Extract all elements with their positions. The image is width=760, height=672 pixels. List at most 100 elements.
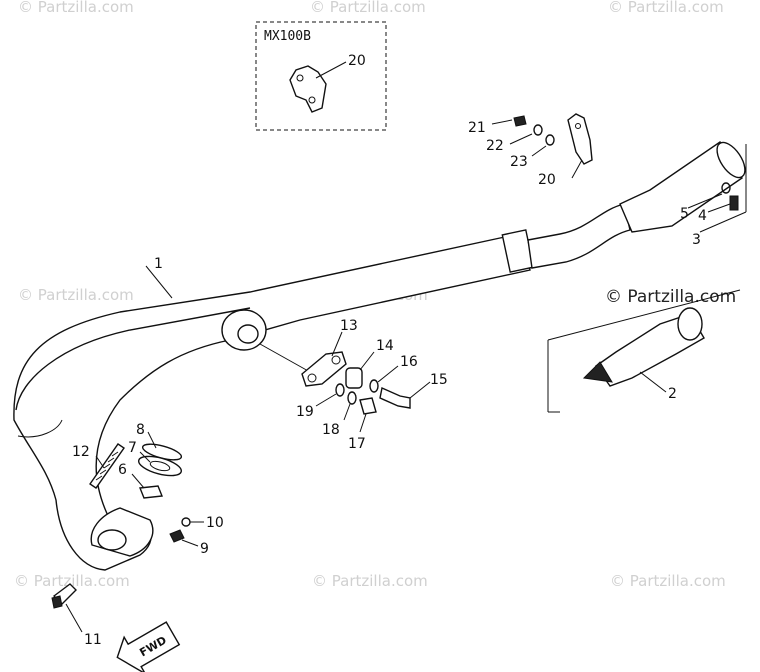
mount-boss xyxy=(221,309,267,351)
callout-6: 6 xyxy=(118,462,127,478)
callout-22: 22 xyxy=(486,138,504,154)
leader-6 xyxy=(131,473,145,489)
watermarks: © Partzilla.com © Partzilla.com © Partzi… xyxy=(14,0,736,590)
leader-12 xyxy=(95,455,105,469)
bolt-11-head xyxy=(51,595,63,609)
callout-23: 23 xyxy=(510,154,528,170)
watermark-bottom-center: © Partzilla.com xyxy=(312,572,428,590)
header-flange xyxy=(90,507,154,557)
watermark-mid-right: © Partzilla.com xyxy=(605,287,736,307)
washer-10 xyxy=(181,517,191,527)
expansion-chamber xyxy=(13,233,531,571)
callout-20: 20 xyxy=(538,172,556,188)
watermark-bottom-right: © Partzilla.com xyxy=(610,572,726,590)
leader-18 xyxy=(343,403,351,421)
leader-22 xyxy=(509,133,533,145)
bracket-3 xyxy=(699,144,747,233)
leader-2 xyxy=(639,371,667,393)
callout-2: 2 xyxy=(668,386,677,402)
leader-20 xyxy=(571,159,583,179)
mount-centerline xyxy=(259,343,311,373)
callout-16: 16 xyxy=(400,354,418,370)
callout-1: 1 xyxy=(154,256,163,272)
leader-23 xyxy=(531,145,547,157)
washer-18 xyxy=(347,391,357,405)
callout-7: 7 xyxy=(128,440,137,456)
callout-4: 4 xyxy=(698,208,707,224)
callout-9: 9 xyxy=(200,541,209,557)
plate-13-hole-1 xyxy=(307,373,317,383)
washer-5 xyxy=(721,182,731,194)
mount-boss-hole xyxy=(237,324,259,344)
inset-bracket-hole-2 xyxy=(308,96,316,104)
leader-21 xyxy=(491,119,513,125)
callout-18: 18 xyxy=(322,422,340,438)
header-opening xyxy=(97,529,127,551)
callout-15: 15 xyxy=(430,372,448,388)
inset-border xyxy=(255,21,387,131)
bolt-4 xyxy=(729,195,739,211)
leader-14 xyxy=(359,351,375,371)
bolt-15 xyxy=(379,387,411,409)
chamber-weld xyxy=(17,419,63,438)
bushing-14 xyxy=(345,367,363,389)
upper-bracket xyxy=(567,113,593,165)
leader-5 xyxy=(687,193,723,209)
watermark-top-left: © Partzilla.com xyxy=(18,0,134,16)
callout-8: 8 xyxy=(136,422,145,438)
plate-13 xyxy=(301,351,347,387)
plate-13-hole-2 xyxy=(331,355,341,365)
washer-23 xyxy=(545,134,555,146)
leader-11 xyxy=(65,603,83,633)
callout-5: 5 xyxy=(680,206,689,222)
arrester-tip xyxy=(582,361,613,383)
leader-9 xyxy=(181,539,199,547)
fwd-arrow: FWD xyxy=(116,621,181,672)
leader-7 xyxy=(139,451,151,463)
callout-14: 14 xyxy=(376,338,394,354)
inset-model-label: MX100B xyxy=(264,29,311,44)
callout-3: 3 xyxy=(692,232,701,248)
silencer-body xyxy=(619,141,743,233)
leader-16 xyxy=(377,365,399,383)
fwd-arrow-shape xyxy=(116,621,181,672)
leader-4 xyxy=(707,203,731,213)
mount-hardware: 13 14 16 15 19 18 17 xyxy=(259,318,448,452)
arrester-tube xyxy=(595,313,705,387)
callout-10: 10 xyxy=(206,515,224,531)
callout-12: 12 xyxy=(72,444,90,460)
watermark-mid-left: © Partzilla.com xyxy=(18,286,134,304)
watermark-top-center: © Partzilla.com xyxy=(310,0,426,16)
watermark-top-right: © Partzilla.com xyxy=(608,0,724,16)
arrester-cap xyxy=(677,307,703,341)
nut-17 xyxy=(359,397,377,415)
callout-19: 19 xyxy=(296,404,314,420)
bolt-9 xyxy=(169,529,185,543)
leader-19 xyxy=(315,393,337,407)
spark-arrester-group: 2 xyxy=(547,289,741,413)
leader-17 xyxy=(359,413,367,433)
inset-mx100b: MX100B 20 xyxy=(255,21,387,131)
inset-callout-20: 20 xyxy=(348,53,366,69)
callout-11: 11 xyxy=(84,632,102,648)
silencer-end-cap xyxy=(716,141,746,179)
leader-15 xyxy=(409,381,431,399)
spring-12-coils xyxy=(95,451,119,481)
callout-13: 13 xyxy=(340,318,358,334)
watermark-bottom-left: © Partzilla.com xyxy=(14,572,130,590)
bolt-21 xyxy=(513,115,527,127)
inset-bracket xyxy=(289,65,327,113)
inset-bracket-hole-1 xyxy=(296,74,304,82)
joint-6 xyxy=(139,485,163,499)
washer-16 xyxy=(369,379,379,393)
callout-21: 21 xyxy=(468,120,486,136)
upper-bracket-hole xyxy=(575,123,581,129)
silencer-fasteners: 5 4 3 xyxy=(680,144,747,248)
washer-19 xyxy=(335,383,345,397)
tail-pipe xyxy=(527,203,631,269)
chamber-ridge xyxy=(15,307,251,411)
callout-17: 17 xyxy=(348,436,366,452)
leader-8 xyxy=(147,431,157,449)
